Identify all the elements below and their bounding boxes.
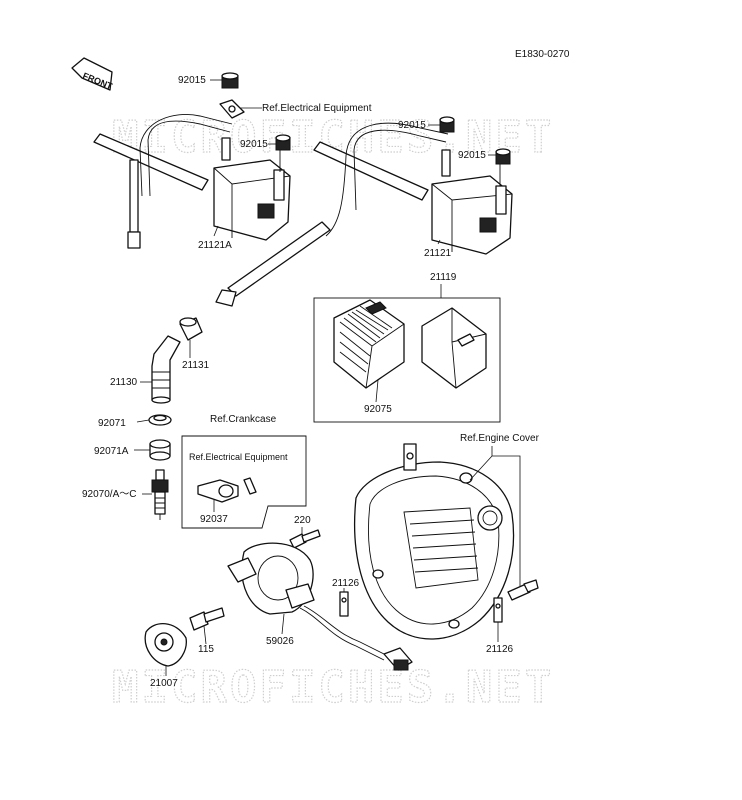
ref-electrical-equipment-top: Ref.Electrical Equipment [262, 103, 372, 114]
label-92075: 92075 [364, 404, 392, 415]
spark-plug[interactable] [151, 469, 169, 520]
label-21126-right: 21126 [486, 644, 514, 655]
label-92071a: 92071A [94, 446, 129, 457]
label-21121a: 21121A [198, 240, 232, 251]
label-59026: 59026 [266, 636, 294, 647]
label-115: 115 [198, 644, 214, 655]
igniter-assembly-box [313, 297, 501, 423]
ref-crankcase: Ref.Crankcase [210, 414, 277, 425]
label-21119: 21119 [430, 272, 457, 283]
bolt-115[interactable] [189, 607, 225, 631]
label-21121: 21121 [424, 248, 452, 259]
label-21130: 21130 [110, 377, 138, 388]
nut-left-top [221, 72, 239, 89]
seal-92071a[interactable] [149, 439, 171, 461]
igniter-unit[interactable] [333, 299, 405, 389]
rotor[interactable] [144, 623, 187, 667]
label-92015-right-top: 92015 [398, 120, 426, 131]
label-92015-left-coil: 92015 [240, 139, 268, 150]
nut-right-coil [495, 148, 511, 186]
label-21007: 21007 [150, 678, 178, 689]
clamp[interactable] [197, 477, 257, 503]
label-21131: 21131 [182, 360, 210, 371]
diagram-code: E1830-0270 [515, 49, 570, 60]
label-92015-left-top: 92015 [178, 75, 206, 86]
label-92037: 92037 [200, 514, 228, 525]
nut-left-coil [275, 134, 291, 172]
ignition-coil-right[interactable] [313, 116, 513, 255]
label-21126-left: 21126 [332, 578, 360, 589]
engine-cover[interactable] [353, 443, 515, 640]
label-220: 220 [294, 515, 311, 526]
pickup-coil[interactable] [227, 542, 413, 671]
front-arrow-icon: FRONT [71, 57, 114, 92]
ref-electrical-equipment-box: Ref.Electrical Equipment [189, 452, 288, 462]
ref-crankcase-box [181, 435, 307, 529]
plug-cap[interactable] [151, 335, 181, 404]
label-92071: 92071 [98, 418, 126, 429]
ref-engine-cover: Ref.Engine Cover [460, 433, 540, 444]
bracket-right[interactable] [493, 579, 539, 623]
seal-92071[interactable] [148, 414, 172, 426]
ignition-coil-left[interactable] [93, 72, 331, 307]
bracket-left[interactable] [339, 591, 349, 617]
label-92015-right-coil: 92015 [458, 150, 486, 161]
label-92070: 92070/A～C [82, 489, 136, 500]
bolt-220[interactable] [289, 529, 321, 549]
watermark-bottom: MICROFICHES.NET [112, 662, 554, 713]
plug-cap-seal[interactable] [179, 317, 203, 358]
igniter-cover[interactable] [421, 307, 487, 389]
nut-right-top [439, 116, 455, 133]
